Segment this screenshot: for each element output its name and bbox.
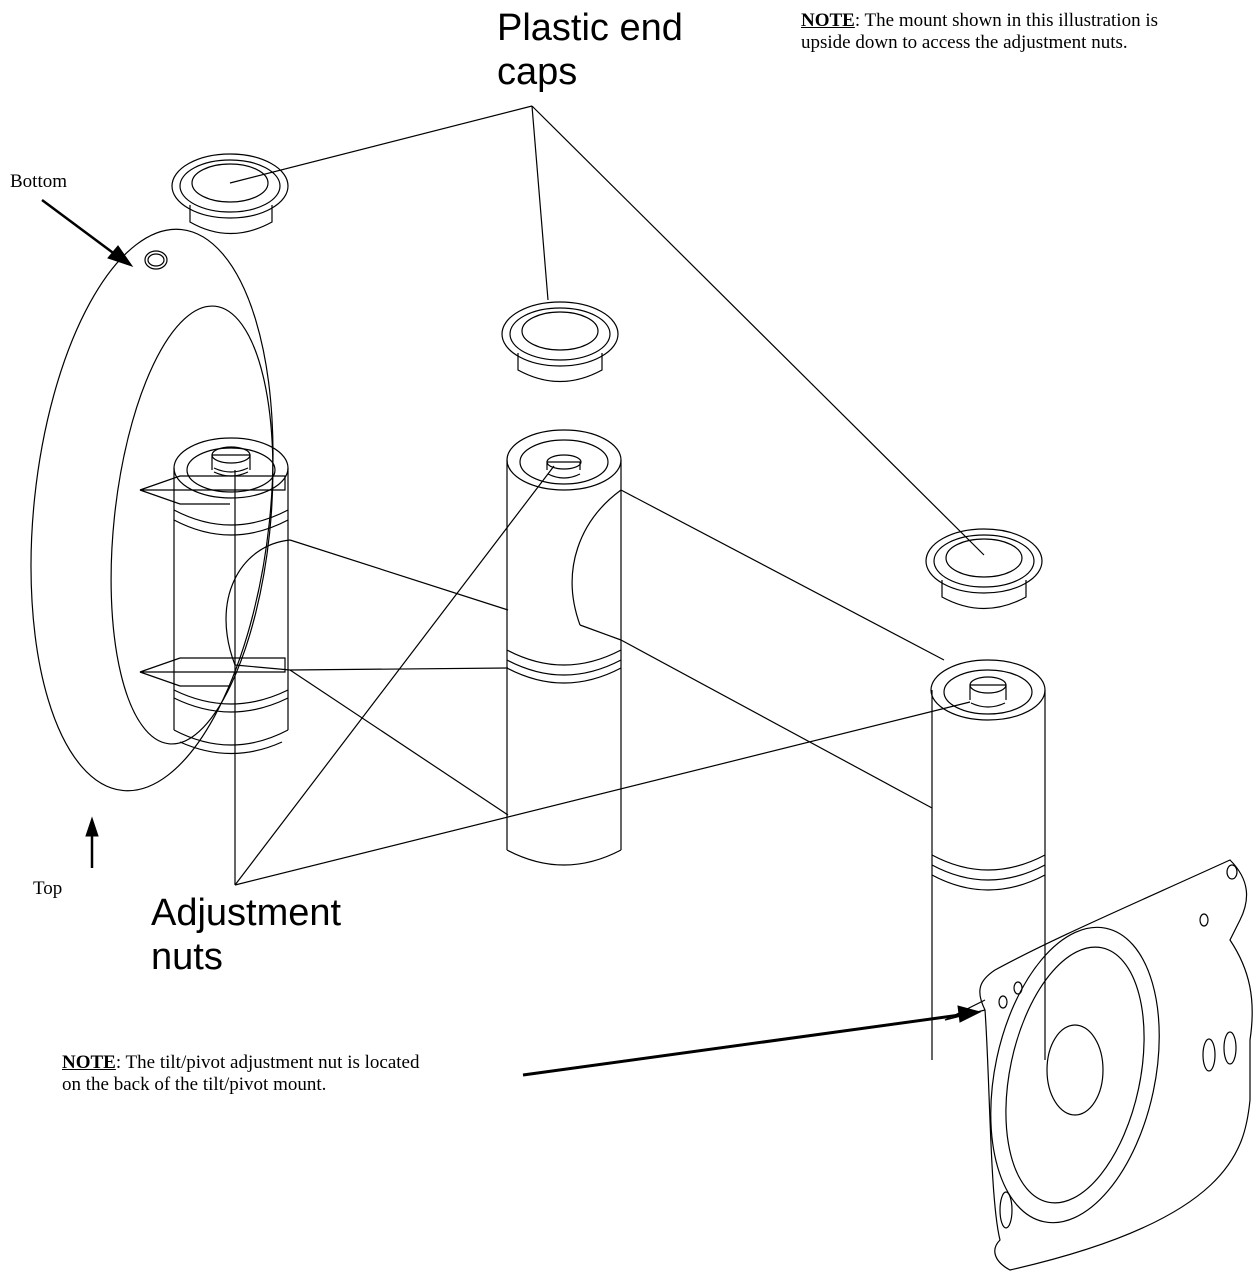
tilt-pivot-note-arrow <box>522 1005 982 1077</box>
note-top-right-text-1: : The mount shown in this illustration i… <box>854 10 1158 31</box>
left-adjustment-nut <box>211 446 251 477</box>
middle-adjustment-nut <box>546 454 582 479</box>
note-bottom-left-line-1: NOTE: The tilt/pivot adjustment nut is l… <box>62 1052 419 1074</box>
end-cap-right <box>925 528 1043 610</box>
adjustment-nuts-label: Adjustment nuts <box>151 891 341 979</box>
wall-plate <box>30 228 274 792</box>
note-top-right: NOTE: The mount shown in this illustrati… <box>801 10 1158 54</box>
left-pivot-cylinder <box>173 437 289 755</box>
bottom-arrow <box>41 198 134 267</box>
adjustment-nuts-label-line-2: nuts <box>151 936 223 978</box>
end-cap-middle <box>501 301 619 383</box>
end-cap-left <box>171 153 289 235</box>
middle-pivot-cylinder <box>506 429 622 866</box>
bracket-tabs <box>139 475 286 687</box>
note-bottom-left-text-1: : The tilt/pivot adjustment nut is locat… <box>115 1052 420 1073</box>
plastic-end-caps-label-line-1: Plastic end <box>497 7 683 49</box>
plastic-end-caps-label-line-2: caps <box>497 51 578 93</box>
note-top-right-keyword: NOTE <box>801 10 855 31</box>
bottom-label: Bottom <box>10 171 68 192</box>
note-bottom-left-keyword: NOTE <box>62 1052 116 1073</box>
top-arrow <box>85 816 99 868</box>
right-pivot-cylinder <box>930 659 1046 1060</box>
first-arm <box>225 539 509 671</box>
adjustment-nuts-label-line-1: Adjustment <box>151 892 342 934</box>
note-bottom-left-text-2: on the back of the tilt/pivot mount. <box>62 1074 327 1095</box>
end-caps-leaders <box>229 105 985 556</box>
second-arm <box>289 489 945 816</box>
adjustment-nuts-leaders <box>234 465 971 886</box>
note-top-right-text-2: upside down to access the adjustment nut… <box>801 32 1128 53</box>
top-label: Top <box>33 878 63 899</box>
right-adjustment-nut <box>969 676 1007 708</box>
note-bottom-left: NOTE: The tilt/pivot adjustment nut is l… <box>62 1052 419 1096</box>
plastic-end-caps-label: Plastic end caps <box>497 6 683 94</box>
tilt-pivot-plate <box>944 859 1253 1271</box>
note-top-right-line-1: NOTE: The mount shown in this illustrati… <box>801 10 1158 32</box>
